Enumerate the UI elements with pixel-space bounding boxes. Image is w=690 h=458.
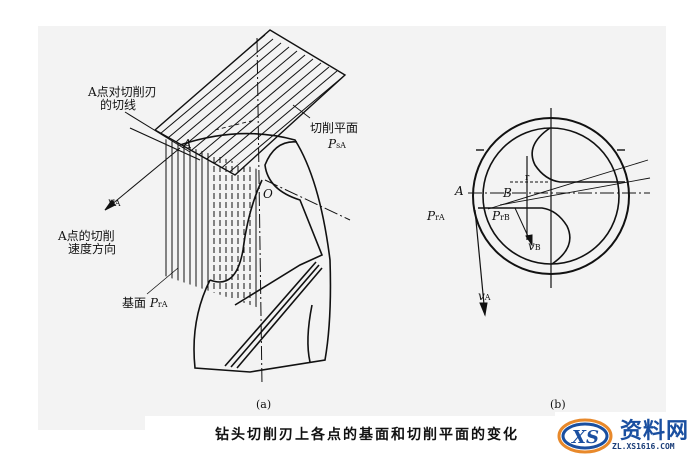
base-plane-hatch bbox=[165, 138, 257, 310]
construction-lines bbox=[104, 37, 351, 386]
label-point-a: A bbox=[183, 137, 192, 151]
sublabel-a: (a) bbox=[256, 398, 272, 411]
label-vb: vB bbox=[528, 239, 541, 253]
drill-cross-section bbox=[468, 108, 651, 317]
watermark-title: 资料网 bbox=[620, 419, 690, 444]
label-velocity-dir-1: A点的切削 bbox=[58, 229, 115, 243]
label-cutting-plane-symbol: PsA bbox=[328, 137, 346, 151]
label-b-point-a: A bbox=[455, 184, 464, 198]
label-b-point-b: B bbox=[503, 186, 512, 200]
cutting-plane-hatch bbox=[153, 29, 347, 176]
caption-backdrop bbox=[145, 416, 565, 442]
label-point-o: O bbox=[263, 187, 273, 201]
watermark-url: ZL.XS1616.COM bbox=[612, 442, 675, 451]
label-tangent-line-2: 的切线 bbox=[100, 98, 137, 112]
svg-text:XS: XS bbox=[571, 427, 599, 448]
watermark-logo-icon: XS bbox=[555, 412, 690, 458]
label-velocity-a: vA bbox=[108, 195, 121, 209]
label-b-small-mark: r bbox=[525, 173, 530, 183]
label-va: vA bbox=[478, 289, 491, 303]
label-tangent-line-1: A点对切削刃 bbox=[88, 85, 157, 99]
label-base-plane: 基面 PrA bbox=[122, 296, 168, 310]
label-cutting-plane: 切削平面 bbox=[310, 121, 359, 135]
label-prb: PrB bbox=[492, 209, 510, 223]
label-pra: PrA bbox=[427, 209, 445, 223]
sublabel-b: (b) bbox=[550, 398, 566, 411]
drill-body bbox=[179, 132, 332, 373]
figure-caption: 钻头切削刃上各点的基面和切削平面的变化 bbox=[215, 427, 519, 443]
label-velocity-dir-2: 速度方向 bbox=[68, 242, 117, 256]
diagram-background bbox=[38, 26, 666, 430]
